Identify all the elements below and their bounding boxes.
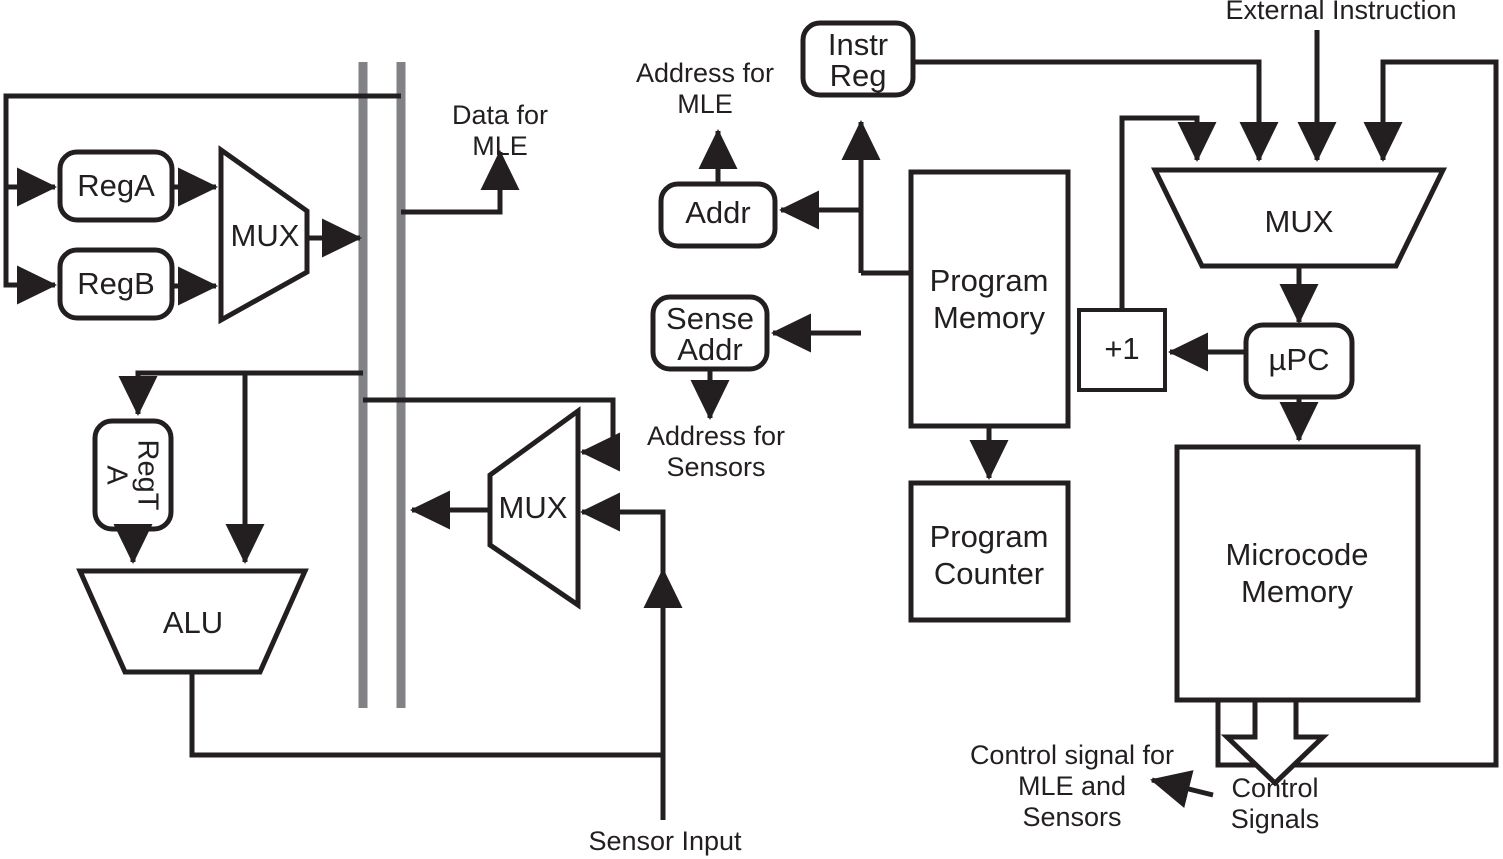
instr-reg-label-line1: Instr xyxy=(828,27,888,62)
sensor-input-wire xyxy=(579,492,666,820)
microcode-memory-label-line2: Memory xyxy=(1241,574,1353,609)
reg-t-a-label-line2: A xyxy=(100,465,132,485)
mux-bottom-block[interactable] xyxy=(487,406,581,610)
control-signals-label-line1: Control xyxy=(1231,773,1318,803)
instr-reg-label-line2: Reg xyxy=(830,58,887,93)
control-signals-label-line2: Signals xyxy=(1231,804,1320,834)
control-signals-block-arrow xyxy=(1220,697,1330,787)
sense-addr-label-line2: Addr xyxy=(677,332,742,367)
reg-b-label: RegB xyxy=(77,266,155,301)
register-feedback-wire xyxy=(3,93,401,305)
data-for-mle-group: Data for MLE xyxy=(401,100,548,215)
address-for-mle-label-line2: MLE xyxy=(677,89,733,119)
reg-t-a-label-line1: RegT xyxy=(131,440,163,511)
sense-addr-label-line1: Sense xyxy=(666,301,754,336)
control-signal-arrow-wire xyxy=(1150,770,1214,809)
program-memory-label-line1: Program xyxy=(930,263,1049,298)
program-counter-label-line1: Program xyxy=(930,519,1049,554)
alu-block[interactable] xyxy=(76,568,309,675)
mux-top-label: MUX xyxy=(231,218,300,253)
mux-top-block[interactable] xyxy=(218,145,310,325)
bus-to-regt-alu-wires xyxy=(118,370,363,565)
program-counter-block[interactable] xyxy=(908,480,1071,623)
program-memory-label-line2: Memory xyxy=(933,300,1045,335)
data-for-mle-label-line1: Data for xyxy=(452,100,548,130)
sensor-input-label: Sensor Input xyxy=(588,826,742,856)
program-memory-output-wires xyxy=(770,119,911,353)
microcode-memory-label-line1: Microcode xyxy=(1226,537,1369,572)
control-signal-for-label-line1: Control signal for xyxy=(970,740,1174,770)
address-for-sensors-label-line1: Address for xyxy=(647,421,785,451)
program-memory-block[interactable] xyxy=(908,169,1071,429)
address-for-mle-label-line1: Address for xyxy=(636,58,774,88)
mux-bottom-label: MUX xyxy=(499,490,568,525)
microcode-memory-block[interactable] xyxy=(1174,444,1421,703)
program-counter-label-line2: Counter xyxy=(934,556,1044,591)
bus-to-mux-bottom-wire xyxy=(363,397,620,472)
bus-lines xyxy=(358,62,406,708)
increment-to-mux-wire xyxy=(1119,115,1217,330)
address-for-sensors-label-line2: Sensors xyxy=(666,452,765,482)
data-for-mle-wire xyxy=(401,149,520,215)
instr-reg-to-mux-wire xyxy=(913,59,1279,163)
reg-a-label: RegA xyxy=(77,168,155,203)
increment-label: +1 xyxy=(1104,331,1139,366)
increment-block[interactable] xyxy=(1077,308,1167,392)
mux-microcode-block[interactable] xyxy=(1150,167,1448,269)
mux-microcode-label: MUX xyxy=(1265,204,1334,239)
data-for-mle-label-line2: MLE xyxy=(472,131,528,161)
external-instruction-label: External Instruction xyxy=(1225,0,1456,25)
control-signal-for-label-line3: Sensors xyxy=(1022,802,1121,832)
alu-label: ALU xyxy=(163,605,223,640)
control-signal-for-label-line2: MLE and xyxy=(1018,771,1126,801)
addr-label: Addr xyxy=(685,195,750,230)
upc-label: µPC xyxy=(1269,342,1330,377)
instr-reg-block[interactable] xyxy=(800,20,916,98)
